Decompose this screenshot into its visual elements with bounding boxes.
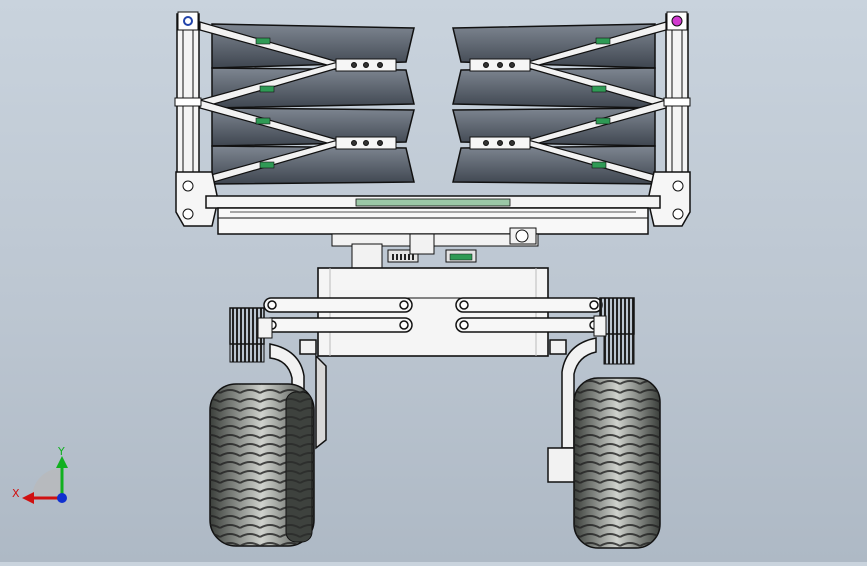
- hinge-blocks: [335, 58, 531, 150]
- chassis-plate: [175, 171, 691, 269]
- right-panels: [452, 23, 656, 185]
- right-spring-hub: [593, 297, 635, 365]
- z-axis-dot: [57, 493, 67, 503]
- drive-mechanism: [331, 227, 539, 269]
- left-wheel: [209, 383, 315, 547]
- right-wheel: [573, 377, 661, 549]
- folding-panel-assembly: [174, 11, 691, 187]
- suspension-links: [263, 297, 603, 333]
- strut-accents: [255, 37, 611, 169]
- post-rungs: [174, 97, 691, 107]
- y-axis-label: Y: [57, 445, 65, 458]
- magenta-joint: [671, 15, 683, 27]
- left-spring-hub: [229, 307, 273, 363]
- left-panels: [211, 23, 415, 185]
- x-axis-label: X: [12, 487, 20, 500]
- orientation-triad: Y X: [12, 445, 68, 504]
